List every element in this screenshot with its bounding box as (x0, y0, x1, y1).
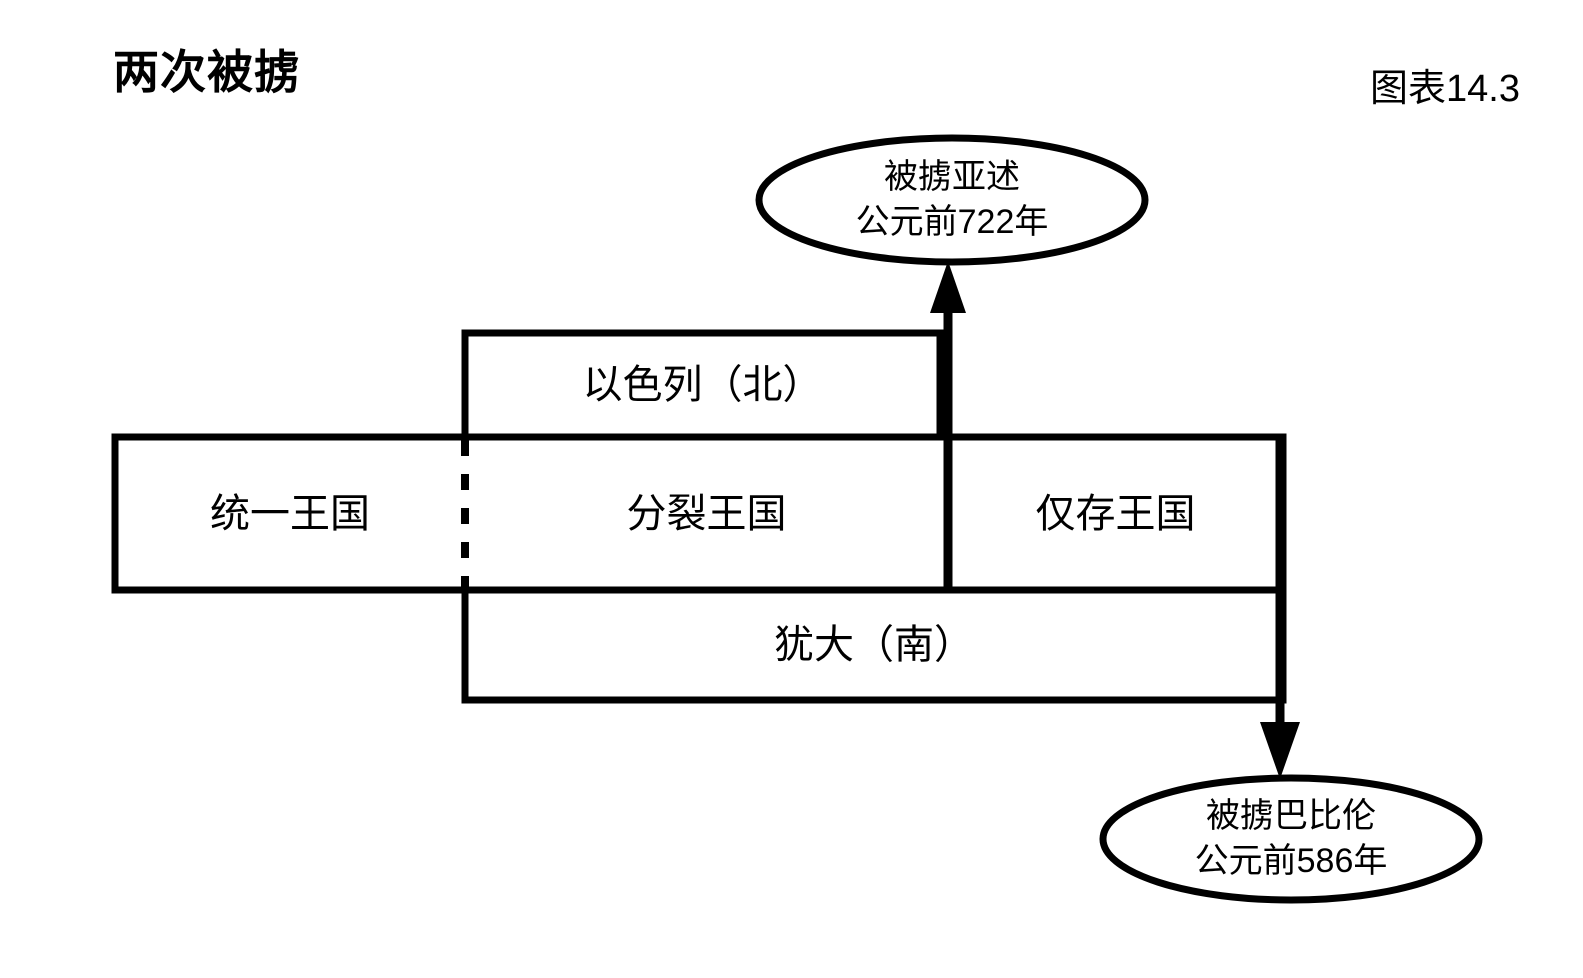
page-title: 两次被掳 (113, 46, 301, 98)
babylonian-captivity-ellipse (1099, 774, 1483, 904)
israel-north-box-outline (461, 329, 944, 437)
judah-south-box-outline (461, 590, 1287, 704)
babylonian-captivity-arrow-head (1260, 722, 1300, 779)
main-band-box (111, 433, 1287, 594)
figure-number: 图表14.3 (1370, 68, 1520, 110)
assyrian-captivity-ellipse (755, 134, 1149, 266)
assyrian-captivity-arrow-head (930, 261, 966, 313)
